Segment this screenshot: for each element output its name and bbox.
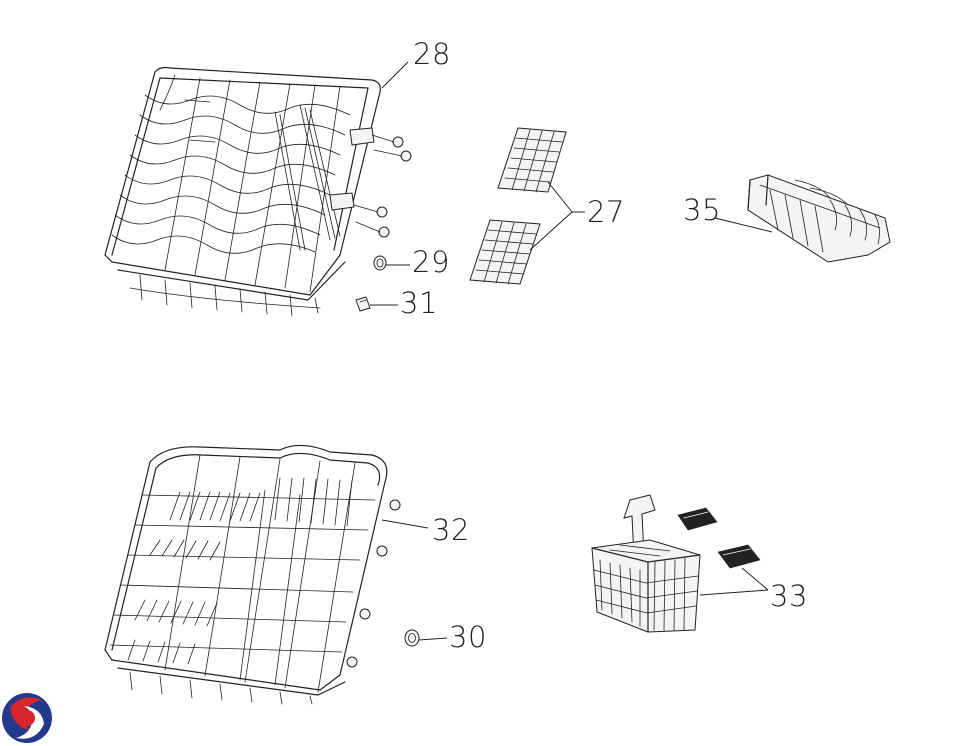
upper-basket-drawing xyxy=(104,66,412,317)
brand-logo-icon xyxy=(2,693,52,743)
leader-line-33 xyxy=(699,567,769,596)
leader-line-35 xyxy=(714,217,773,233)
lower-wheel-drawing xyxy=(404,629,420,647)
upper-stopper-drawing xyxy=(355,296,371,312)
label-31: 31 xyxy=(400,286,438,320)
cup-shelf-bottom-drawing xyxy=(469,219,541,285)
leader-line-30 xyxy=(418,637,448,641)
label-29: 29 xyxy=(412,245,450,279)
upper-wheel-drawing xyxy=(373,255,387,271)
leader-line-32 xyxy=(381,519,429,529)
rack-insert-drawing xyxy=(747,174,891,263)
label-30: 30 xyxy=(449,620,487,654)
lower-basket-drawing xyxy=(104,444,401,705)
label-35: 35 xyxy=(683,193,721,227)
leader-line-27 xyxy=(529,181,585,251)
label-28: 28 xyxy=(413,37,451,71)
label-27: 27 xyxy=(587,195,625,229)
label-32: 32 xyxy=(432,513,470,547)
cutlery-basket-drawing xyxy=(591,494,761,633)
leader-line-28 xyxy=(381,61,409,89)
label-33: 33 xyxy=(770,579,808,613)
cup-shelf-top-drawing xyxy=(497,127,567,193)
